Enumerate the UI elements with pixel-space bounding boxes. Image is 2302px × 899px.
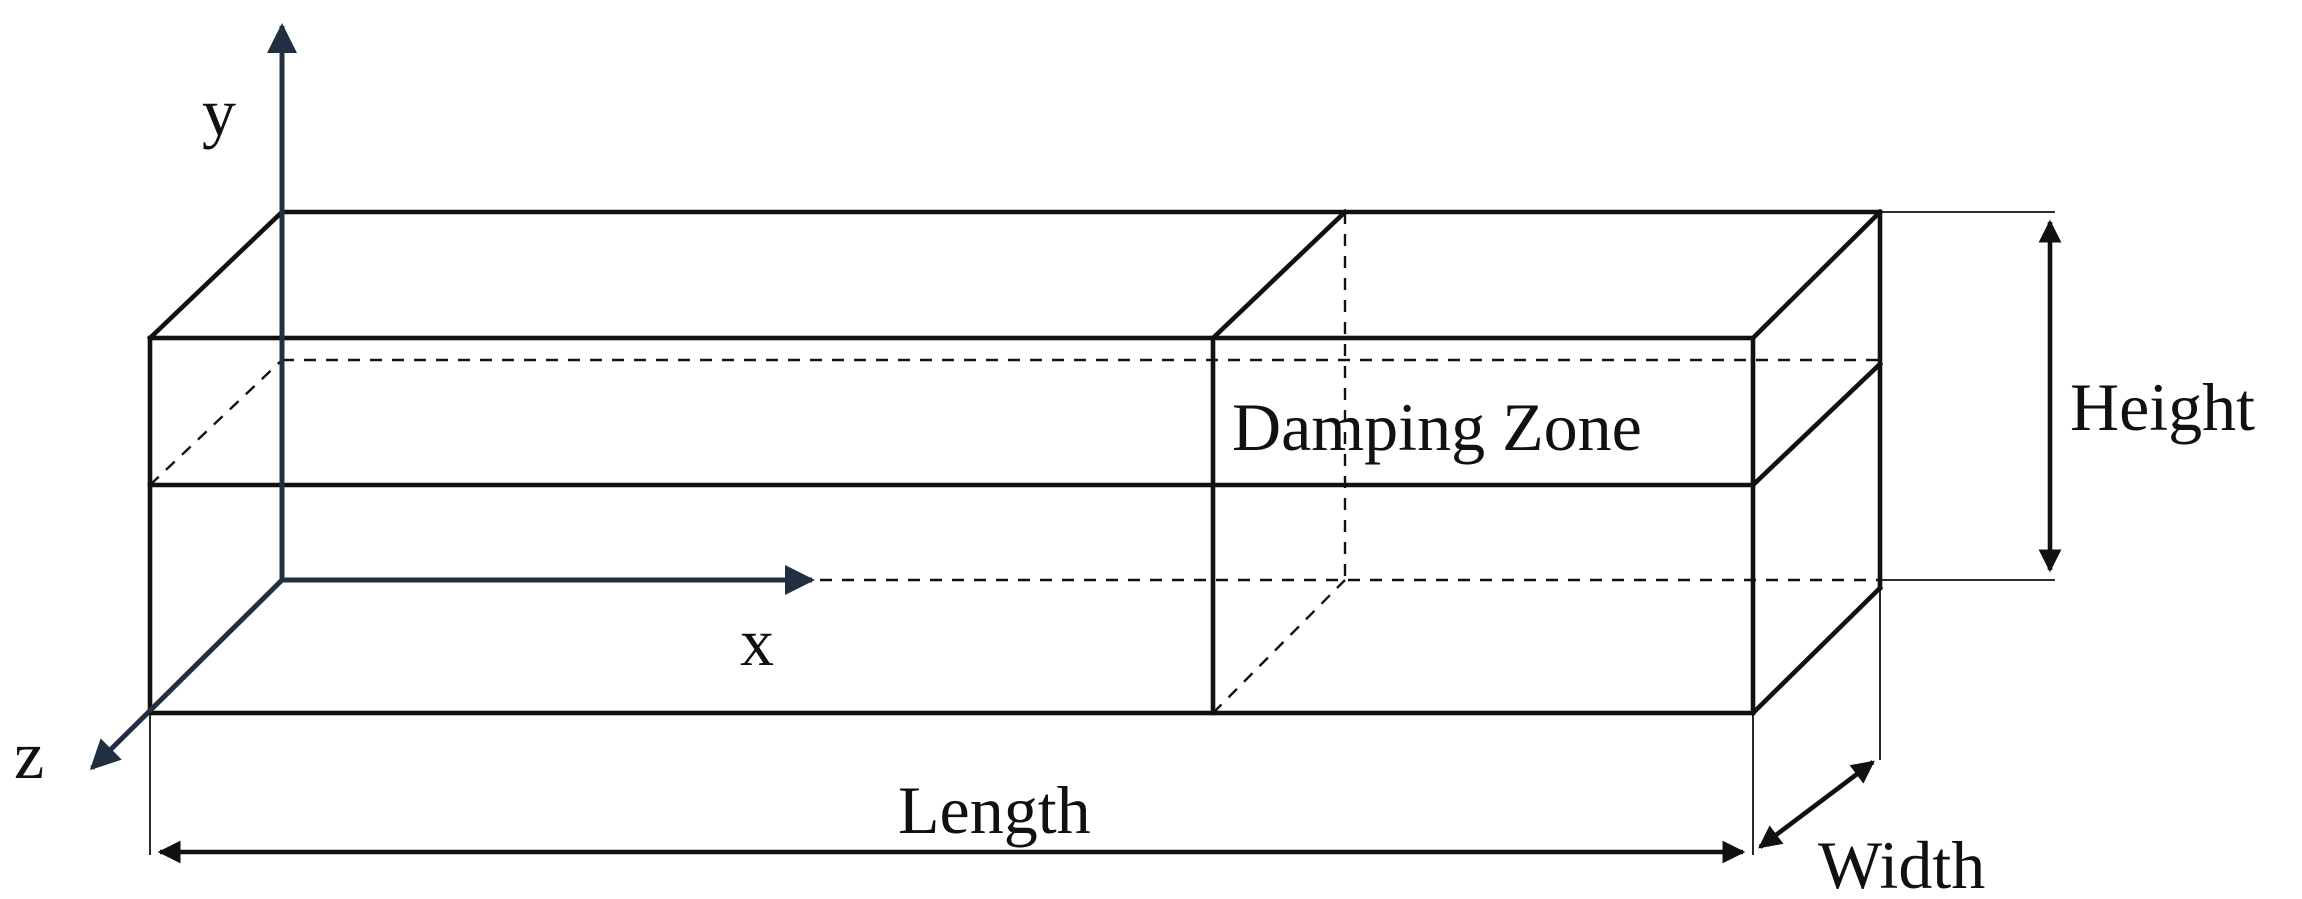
width-label: Width (1818, 827, 1985, 899)
width-arrow (1758, 760, 1875, 849)
z-axis-label: z (14, 717, 44, 793)
top-right-edge (1749, 208, 1884, 342)
damping-zone-label: Damping Zone (1232, 389, 1642, 465)
right-bottom-edge (1749, 584, 1884, 717)
height-dimension: Height (1880, 211, 2255, 581)
tank-box (146, 208, 1884, 717)
height-label: Height (2070, 369, 2255, 445)
x-axis-label: x (740, 604, 774, 680)
damping-bottom-diagonal (1212, 579, 1346, 714)
damping-top-diagonal (1209, 208, 1349, 342)
width-dimension: Width (1758, 588, 1985, 899)
y-axis-label: y (202, 74, 236, 150)
hidden-edges (149, 212, 1880, 714)
z-axis-arrow (89, 578, 284, 771)
length-dimension: Length (149, 713, 1754, 864)
length-label: Length (898, 772, 1091, 848)
front-face (147, 335, 1756, 716)
right-water-diagonal (1749, 360, 1884, 489)
coordinate-axes: y x z (14, 23, 815, 793)
top-left-edge (146, 208, 286, 342)
left-water-diagonal (149, 359, 283, 486)
